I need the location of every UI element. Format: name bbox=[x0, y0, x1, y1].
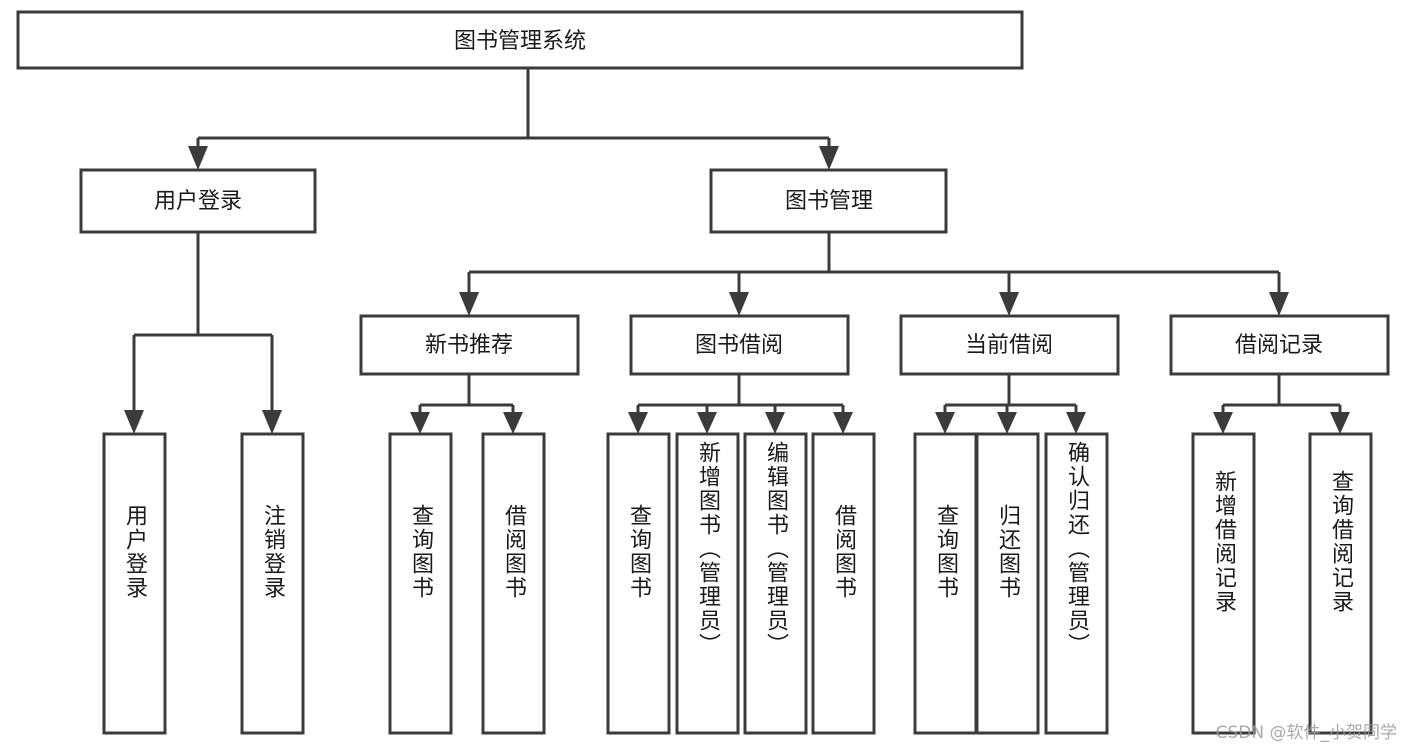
arrow-head-current-borrow bbox=[999, 292, 1019, 316]
leaf-query-book-borrow[interactable] bbox=[606, 432, 671, 735]
arrow-head-new-book bbox=[459, 292, 479, 316]
node-book-management-label: 图书管理 bbox=[785, 189, 873, 214]
arrow-head-leaf-query-book-3 bbox=[935, 412, 955, 434]
arrow-head-leaf-query-book-2 bbox=[628, 412, 648, 434]
connectors-layer bbox=[124, 68, 1350, 434]
arrow-head-leaf-add-book bbox=[697, 412, 717, 434]
node-borrow-record-label: 借阅记录 bbox=[1235, 333, 1323, 358]
leaf-add-borrow-record[interactable] bbox=[1191, 432, 1256, 735]
node-new-book-recommend-label: 新书推荐 bbox=[425, 333, 513, 358]
node-user-login[interactable] bbox=[79, 168, 317, 234]
node-book-management[interactable] bbox=[709, 168, 948, 234]
node-new-book-recommend[interactable] bbox=[359, 314, 580, 376]
leaf-query-book-recommend[interactable] bbox=[388, 432, 453, 735]
leaf-return-book[interactable] bbox=[975, 432, 1040, 735]
arrow-head-leaf-add-record bbox=[1213, 412, 1233, 434]
node-root[interactable] bbox=[16, 10, 1024, 70]
node-current-borrow[interactable] bbox=[899, 314, 1120, 376]
leaf-logout[interactable] bbox=[240, 432, 305, 735]
arrow-head-leaf-logout bbox=[262, 410, 282, 434]
leaf-query-book-current[interactable] bbox=[913, 432, 978, 735]
node-book-borrow[interactable] bbox=[629, 314, 850, 376]
arrow-head-leaf-return-book bbox=[997, 412, 1017, 434]
node-root-label: 图书管理系统 bbox=[454, 29, 586, 54]
node-current-borrow-label: 当前借阅 bbox=[965, 333, 1053, 358]
arrow-head-book-mgmt bbox=[819, 146, 839, 170]
arrow-head-book-borrow bbox=[729, 292, 749, 316]
arrow-head-leaf-borrow-book-1 bbox=[503, 412, 523, 434]
leaf-user-login[interactable] bbox=[102, 432, 167, 735]
leaf-borrow-book-recommend[interactable] bbox=[481, 432, 546, 735]
leaf-edit-book-admin[interactable] bbox=[743, 432, 808, 735]
node-user-login-label: 用户登录 bbox=[154, 189, 242, 214]
node-book-borrow-label: 图书借阅 bbox=[695, 333, 783, 358]
arrow-head-leaf-confirm-return bbox=[1066, 412, 1086, 434]
nodes-layer: 图书管理系统 用户登录 图书管理 新书推荐 图书借阅 当前借阅 借阅记录 bbox=[16, 10, 1390, 735]
arrow-head-leaf-query-book-1 bbox=[410, 412, 430, 434]
arrow-head-leaf-edit-book bbox=[765, 412, 785, 434]
arrow-head-leaf-user-login bbox=[124, 410, 144, 434]
leaf-borrow-book[interactable] bbox=[811, 432, 876, 735]
node-borrow-record[interactable] bbox=[1169, 314, 1390, 376]
leaf-add-book-admin[interactable] bbox=[675, 432, 740, 735]
arrow-head-borrow-record bbox=[1269, 292, 1289, 316]
leaf-confirm-return-admin[interactable] bbox=[1044, 432, 1109, 735]
leaf-query-borrow-record[interactable] bbox=[1308, 432, 1373, 735]
arrow-head-user-login bbox=[188, 146, 208, 170]
arrow-head-leaf-borrow-book-2 bbox=[833, 412, 853, 434]
arrow-head-leaf-query-record bbox=[1330, 412, 1350, 434]
